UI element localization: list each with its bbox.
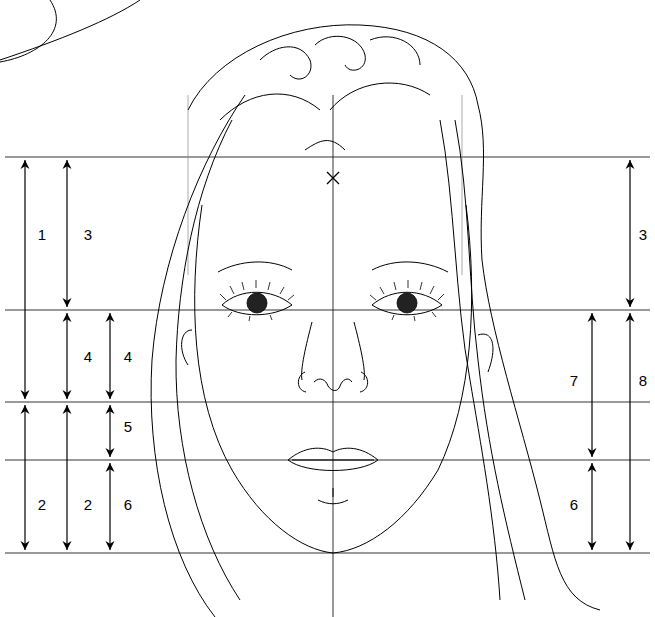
eyelashes xyxy=(220,280,444,321)
callout-number: 7 xyxy=(570,372,578,389)
callout-number: 2 xyxy=(84,496,92,513)
callout-number: 6 xyxy=(124,496,132,513)
callout-number: 3 xyxy=(84,226,92,243)
callout-number: 5 xyxy=(124,418,132,435)
callout-number: 4 xyxy=(124,348,132,365)
face-drawing xyxy=(0,0,600,617)
guide-lines xyxy=(5,95,650,617)
callout-number: 3 xyxy=(639,226,647,243)
callout-number: 4 xyxy=(84,348,92,365)
callout-number: 8 xyxy=(639,372,647,389)
measure-arrows xyxy=(25,160,630,550)
irises xyxy=(247,293,417,313)
callout-number: 2 xyxy=(38,496,46,513)
callout-number: 6 xyxy=(570,496,578,513)
callout-number: 1 xyxy=(38,226,46,243)
